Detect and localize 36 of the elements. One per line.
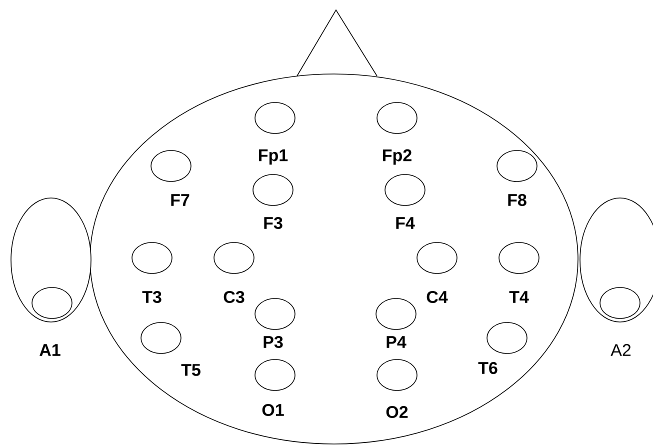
electrode: C3 (214, 242, 254, 304)
node-label: P4 (386, 336, 406, 348)
electrode: A2 (600, 287, 640, 356)
node-label: A1 (40, 344, 60, 356)
electrode: F7 (150, 150, 192, 206)
node-label: F4 (396, 217, 415, 229)
electrode: T4 (498, 242, 540, 303)
node-label: C4 (426, 290, 448, 304)
node-label: F7 (171, 194, 190, 206)
node-label: T4 (509, 291, 529, 303)
node-label: T5 (181, 364, 200, 376)
electrode: Fp1 (254, 102, 296, 165)
electrode: Fp2 (376, 102, 418, 165)
node-label: Fp2 (383, 149, 412, 165)
electrode: F8 (496, 150, 538, 206)
electrode: C4 (416, 242, 458, 304)
electrode: T3 (132, 242, 172, 304)
electrode: T5 (140, 322, 200, 376)
electrode: T6 (478, 322, 528, 374)
node-label: O2 (386, 406, 408, 418)
node-label: T6 (478, 362, 498, 374)
electrode: F4 (384, 174, 426, 229)
node-label: C3 (224, 290, 244, 304)
electrode: O2 (376, 359, 418, 418)
electrode: F3 (252, 174, 294, 230)
electrode: P4 (376, 298, 416, 348)
node-label: P3 (264, 336, 283, 348)
node-label: T3 (142, 290, 162, 304)
node-label: A2 (610, 344, 631, 356)
electrode: A1 (32, 287, 72, 356)
electrode: P3 (254, 298, 296, 348)
electrode: O1 (254, 359, 296, 416)
node-label: F8 (508, 194, 526, 206)
node-label: F3 (264, 216, 282, 230)
node-label: Fp1 (259, 149, 288, 165)
node-label: O1 (262, 404, 284, 416)
